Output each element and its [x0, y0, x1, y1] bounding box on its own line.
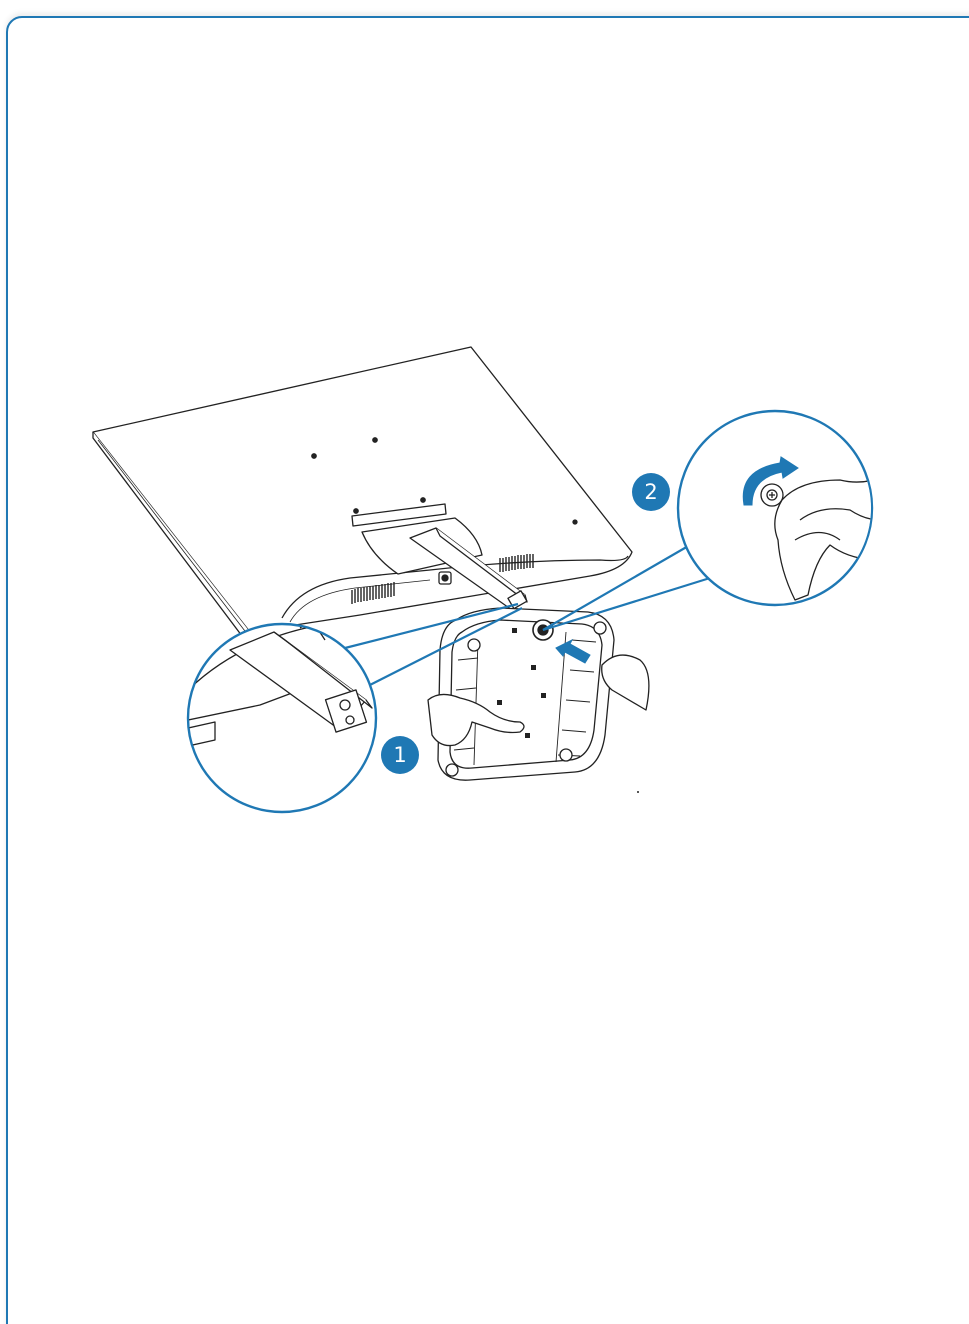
base-plate [437, 607, 615, 781]
monitor-rear-housing [281, 555, 629, 619]
base-foot [445, 763, 459, 777]
push-arrow-icon [555, 638, 591, 664]
monitor [92, 346, 633, 641]
hand-left [427, 693, 525, 747]
step-badge-2 [632, 473, 670, 511]
base-foot [593, 621, 607, 635]
callout-screw-detail: 2 [542, 409, 874, 632]
stand-base [437, 607, 615, 781]
hand-right [601, 654, 650, 711]
vent-grille-right [499, 554, 534, 572]
base-foot [467, 638, 481, 652]
mount-hole [311, 453, 317, 459]
step-number-2: 2 [644, 480, 657, 504]
rotate-clockwise-arrow-icon [742, 456, 799, 506]
callout-neck-detail: 1 [186, 602, 523, 814]
stand-mount-plate [351, 503, 447, 527]
callout-circle-1 [186, 622, 378, 814]
step-badge-1 [381, 736, 419, 774]
neck-connector-zoom [324, 689, 368, 733]
vent-grille-left [351, 582, 395, 604]
monitor-panel [92, 346, 633, 633]
step-number-1: 1 [393, 743, 406, 767]
mount-hole [372, 437, 378, 443]
mount-hole [420, 497, 426, 503]
mount-hole [353, 508, 359, 514]
base-foot [559, 748, 573, 762]
callout-circle-2 [676, 409, 874, 607]
mount-hole [572, 519, 578, 525]
fingers [774, 477, 871, 601]
